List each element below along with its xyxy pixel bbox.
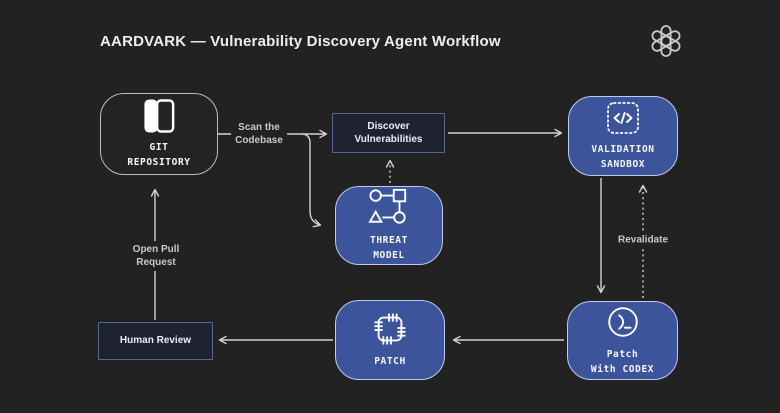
node-human-review: Human Review [98, 322, 213, 360]
node-patch: PATCH [335, 300, 445, 380]
page-title: AARDVARK — Vulnerability Discovery Agent… [100, 33, 501, 50]
patch-icon [371, 310, 409, 348]
node-threat-model: THREAT MODEL [335, 186, 443, 265]
node-label: Human Review [119, 335, 192, 347]
edge-label-scan-the-codebase: Scan the Codebase [231, 119, 287, 149]
node-discover-vulnerabilities: Discover Vulnerabilities [332, 113, 445, 153]
threat-model-icon [367, 187, 411, 227]
codex-terminal-icon [604, 303, 642, 341]
code-sandbox-icon [605, 100, 641, 136]
edge-label-open-pull-request: Open Pull Request [128, 241, 184, 271]
openai-logo-icon [648, 23, 684, 59]
node-label: VALIDATION SANDBOX [591, 143, 655, 170]
node-label: PATCH [374, 356, 406, 368]
edge-git-to-threat-model [302, 133, 322, 228]
node-patch-with-codex: Patch With CODEX [567, 301, 678, 380]
node-label: Patch With CODEX [590, 349, 655, 375]
node-label: Discover Vulnerabilities [354, 120, 423, 146]
edge-label-revalidate: Revalidate [613, 231, 673, 249]
node-label: GIT REPOSITORY [127, 141, 191, 168]
node-validation-sandbox: VALIDATION SANDBOX [568, 96, 678, 176]
git-repository-icon [143, 98, 175, 134]
node-git-repository: GIT REPOSITORY [100, 93, 218, 175]
node-label: THREAT MODEL [370, 235, 408, 261]
